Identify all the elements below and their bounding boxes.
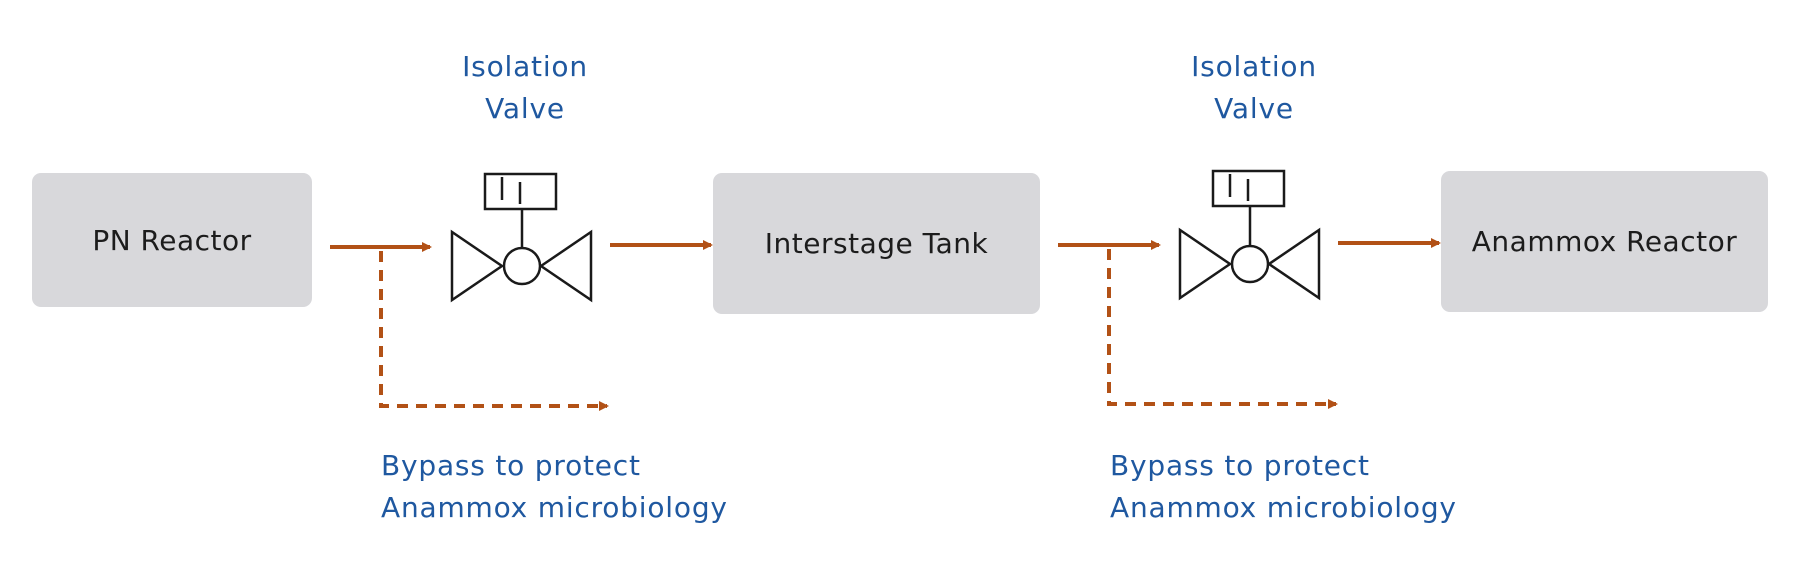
isolation-valve-2-icon (1178, 169, 1321, 301)
valve-label-line-1: Isolation (1191, 50, 1317, 83)
isolation-valve-1-icon (450, 172, 593, 303)
interstage-tank-label: Interstage Tank (764, 227, 989, 260)
isolation-valve-2-label: Isolation Valve (1134, 46, 1374, 130)
pn-reactor-label: PN Reactor (92, 223, 252, 257)
pn-reactor-box: PN Reactor (32, 173, 312, 307)
valve-label-line-2: Valve (1214, 92, 1294, 125)
anammox-reactor-label: Anammox Reactor (1471, 225, 1738, 258)
bypass-label-line-1: Bypass to protect (1110, 449, 1370, 482)
bypass-line-2 (1107, 249, 1338, 409)
anammox-reactor-box: Anammox Reactor (1441, 171, 1768, 312)
valve-label-line-2: Valve (485, 92, 565, 125)
interstage-tank-box: Interstage Tank (713, 173, 1040, 314)
bypass-label-line-2: Anammox microbiology (1110, 491, 1457, 524)
bypass-1-label: Bypass to protect Anammox microbiology (381, 445, 801, 529)
bypass-label-line-2: Anammox microbiology (381, 491, 728, 524)
valve-label-line-1: Isolation (462, 50, 588, 83)
bypass-2-label: Bypass to protect Anammox microbiology (1110, 445, 1530, 529)
bypass-line-1 (379, 251, 609, 411)
bypass-label-line-1: Bypass to protect (381, 449, 641, 482)
isolation-valve-1-label: Isolation Valve (405, 46, 645, 130)
